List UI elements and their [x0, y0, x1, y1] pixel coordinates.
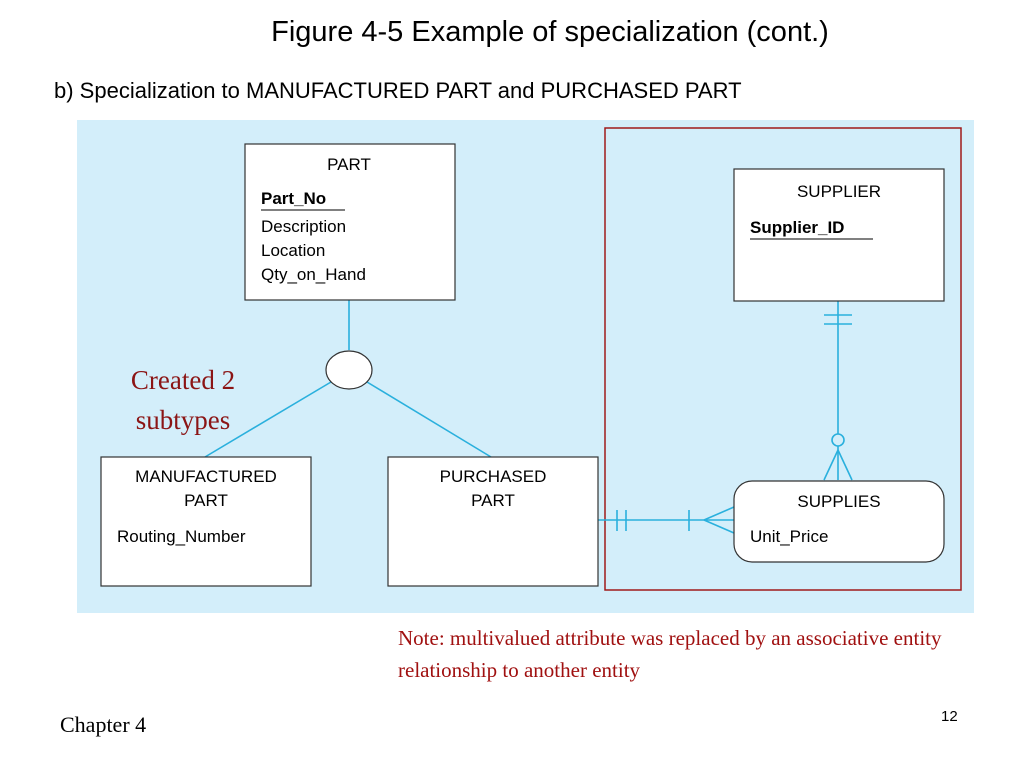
annotation-line1: Created 2: [131, 365, 235, 395]
er-diagram: PART Part_No Description Location Qty_on…: [77, 120, 974, 613]
part-attr-qty: Qty_on_Hand: [261, 265, 366, 284]
part-attr-description: Description: [261, 217, 346, 236]
entity-purchased-name-line2: PART: [471, 491, 515, 510]
footer-chapter: Chapter 4: [60, 712, 147, 737]
part-attr-location: Location: [261, 241, 325, 260]
entity-supplier-name: SUPPLIER: [797, 182, 881, 201]
annotation-line2: subtypes: [136, 405, 231, 435]
connector-lines: [204, 300, 853, 534]
page-number: 12: [941, 708, 958, 725]
annotation: Created 2 subtypes: [131, 365, 235, 435]
note-text: Note: multivalued attribute was replaced…: [398, 626, 942, 682]
entity-supplies-name: SUPPLIES: [797, 492, 880, 511]
entity-part: PART Part_No Description Location Qty_on…: [244, 143, 456, 301]
manufactured-attr-routing: Routing_Number: [117, 527, 246, 546]
entity-purchased-part: PURCHASED PART: [387, 456, 599, 587]
entity-manufactured-name-line2: PART: [184, 491, 228, 510]
slide-title: Figure 4-5 Example of specialization (co…: [271, 16, 829, 48]
entity-supplier: SUPPLIER Supplier_ID: [733, 168, 945, 302]
subtype-circle: [325, 350, 373, 390]
entity-supplies: SUPPLIES Unit_Price: [733, 480, 945, 563]
entity-manufactured-name-line1: MANUFACTURED: [135, 467, 277, 486]
supplies-attr-unit-price: Unit_Price: [750, 527, 828, 546]
entity-purchased-name-line1: PURCHASED: [440, 467, 547, 486]
part-attr-primary-key: Part_No: [261, 189, 326, 208]
highlight-box: [604, 127, 962, 591]
slide-subtitle: b) Specialization to MANUFACTURED PART a…: [54, 78, 742, 103]
supplier-attr-primary-key: Supplier_ID: [750, 218, 844, 237]
entity-manufactured-part: MANUFACTURED PART Routing_Number: [100, 456, 312, 587]
entity-part-name: PART: [327, 155, 371, 174]
